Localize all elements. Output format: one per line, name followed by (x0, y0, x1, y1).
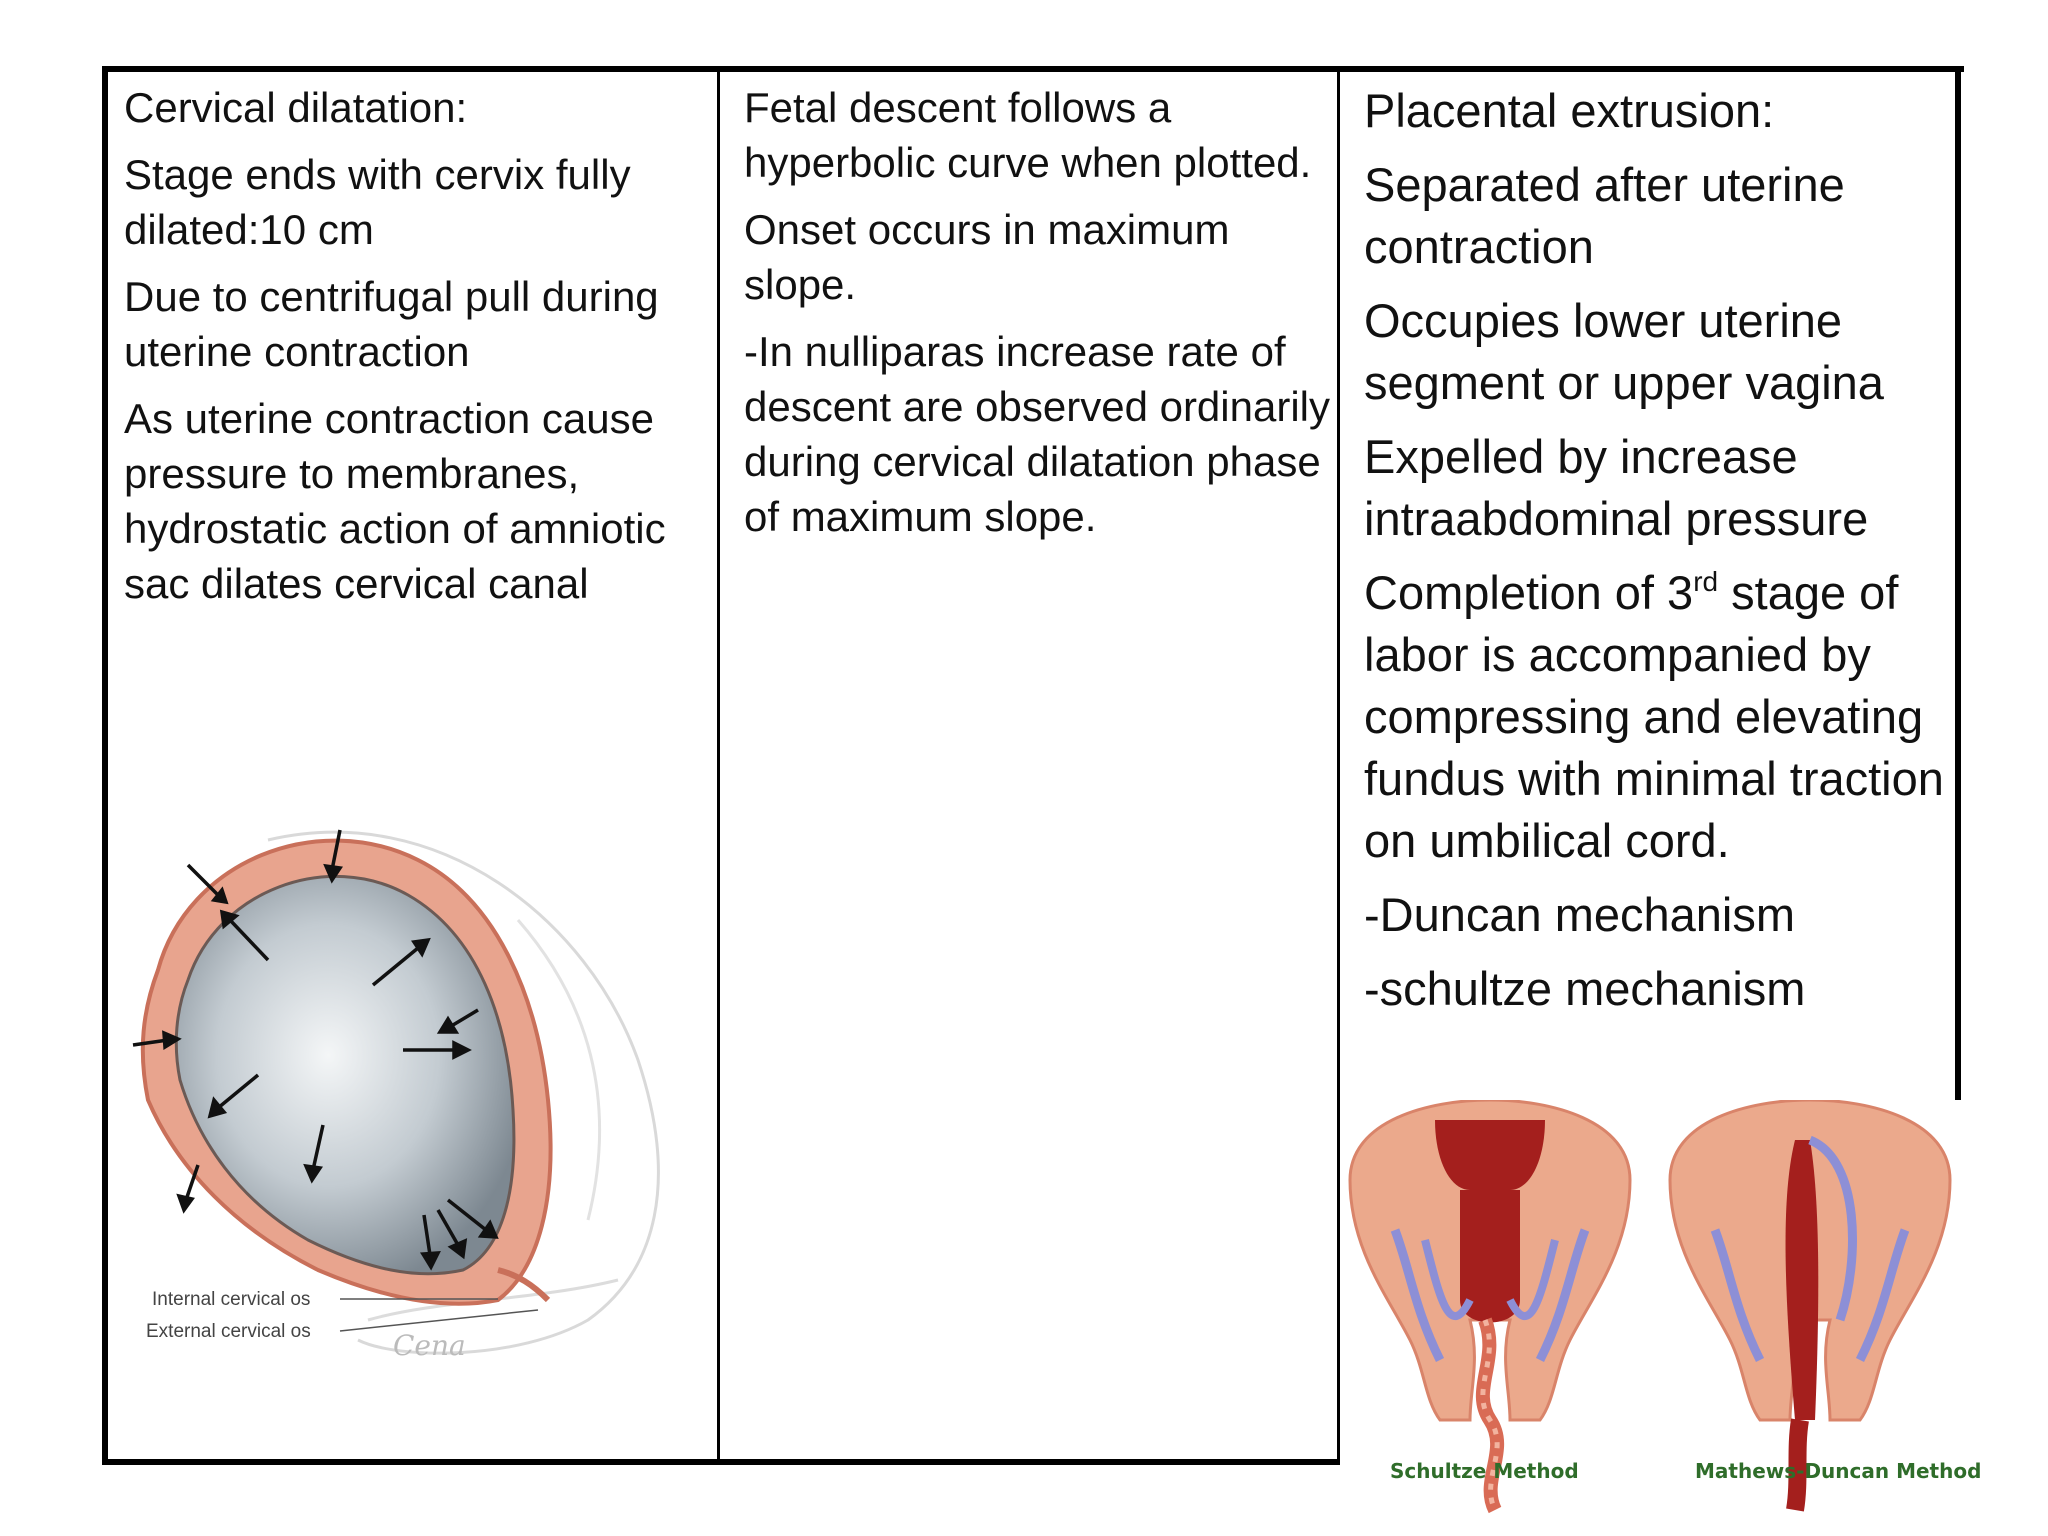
col3-heading: Placental extrusion: (1364, 84, 1775, 137)
col3-paragraph: Separated after uterine contraction (1364, 158, 1845, 273)
schultze-uterus-diagram (1348, 1100, 1632, 1514)
placental-delivery-methods-illustration: Schultze Method Mathews-Duncan Method (1340, 1100, 2020, 1520)
column-cervical-dilatation: Cervical dilatation: Stage ends with cer… (124, 80, 714, 623)
col3-paragraph: -Duncan mechanism (1364, 888, 1796, 941)
label-duncan-method: Mathews-Duncan Method (1695, 1459, 1981, 1483)
col3-text-post: stage of labor is accompanied by compres… (1364, 566, 1944, 867)
label-internal-cervical-os: Internal cervical os (152, 1289, 310, 1310)
col2-paragraph: -In nulliparas increase rate of descent … (744, 328, 1330, 540)
column-divider-1 (717, 66, 720, 1465)
uterus-dilatation-illustration: Internal cervical os External cervical o… (132, 829, 660, 1362)
col1-paragraph: Due to centrifugal pull during uterine c… (124, 273, 659, 375)
col3-superscript: rd (1693, 566, 1719, 597)
col2-paragraph: Fetal descent follows a hyperbolic curve… (744, 84, 1312, 186)
column-placental-extrusion: Placental extrusion: Separated after ute… (1364, 80, 1954, 1032)
col1-paragraph: As uterine contraction cause pressure to… (124, 395, 666, 607)
col3-paragraph: -schultze mechanism (1364, 962, 1806, 1015)
column-fetal-descent: Fetal descent follows a hyperbolic curve… (744, 80, 1334, 556)
table-right-border (1955, 66, 1961, 1101)
col2-paragraph: Onset occurs in maximum slope. (744, 206, 1230, 308)
col3-paragraph: Occupies lower uterine segment or upper … (1364, 294, 1884, 409)
label-schultze-method: Schultze Method (1390, 1459, 1579, 1483)
table-frame (102, 66, 1964, 1465)
col3-paragraph: Completion of 3rd stage of labor is acco… (1364, 562, 1954, 872)
col3-text-pre: Completion of 3 (1364, 566, 1694, 619)
col3-paragraph: Expelled by increase intraabdominal pres… (1364, 430, 1869, 545)
column-divider-2 (1337, 66, 1340, 1465)
label-external-cervical-os: External cervical os (146, 1321, 311, 1342)
amniotic-sac (174, 874, 516, 1276)
artist-signature: Cena (393, 1329, 466, 1362)
col1-heading: Cervical dilatation: (124, 84, 468, 131)
duncan-uterus-diagram (1668, 1100, 1952, 1512)
col1-paragraph: Stage ends with cervix fully dilated:10 … (124, 151, 631, 253)
